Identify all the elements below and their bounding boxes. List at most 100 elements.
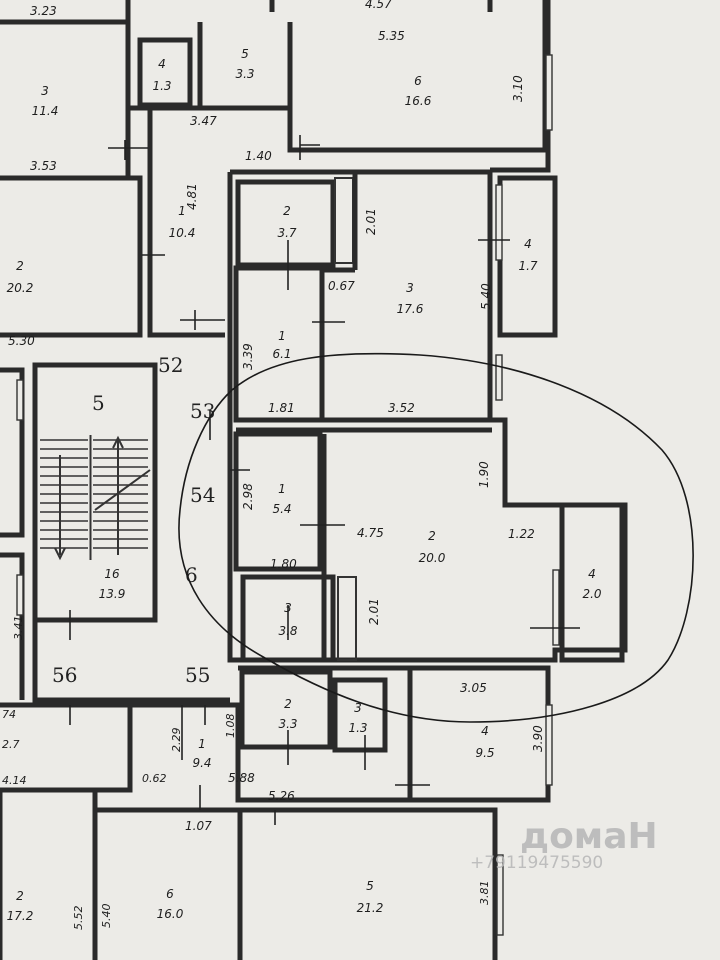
dim-1-90: 1.90 bbox=[477, 461, 491, 488]
room-number: 5 bbox=[366, 879, 374, 893]
room-area: 3.3 bbox=[235, 67, 254, 81]
room-number: 3 bbox=[284, 601, 292, 615]
dim-1-80: 1.80 bbox=[270, 557, 297, 571]
room-number: 1 bbox=[278, 329, 286, 343]
room-area: 1.3 bbox=[348, 721, 367, 735]
dim-4-75: 4.75 bbox=[357, 526, 384, 540]
room-number: 1 bbox=[178, 204, 186, 218]
dim-5-26: 5.26 bbox=[268, 789, 295, 803]
room-area: 17.6 bbox=[397, 302, 424, 316]
room-area: 11.4 bbox=[32, 104, 59, 118]
dim-5-40: 5.40 bbox=[479, 283, 493, 310]
room-number: 2 bbox=[284, 697, 292, 711]
room-number: 4 bbox=[481, 724, 489, 738]
walls bbox=[0, 0, 628, 960]
room-number: 3 bbox=[41, 84, 49, 98]
room-area: 16.0 bbox=[157, 907, 184, 921]
dim-3-23: 3.23 bbox=[30, 4, 57, 18]
room-area: 2.0 bbox=[582, 587, 601, 601]
room-number: 3 bbox=[406, 281, 414, 295]
dim-2-98: 2.98 bbox=[241, 483, 255, 510]
room-number: 2 bbox=[283, 204, 291, 218]
dim-1-22: 1.22 bbox=[508, 527, 535, 541]
room-number: 6 bbox=[166, 887, 174, 901]
room-area: 13.9 bbox=[99, 587, 126, 601]
dim-4-81: 4.81 bbox=[185, 183, 199, 210]
room-number: 2 bbox=[428, 529, 436, 543]
stair-number: 54 bbox=[190, 483, 215, 507]
dim-3-05: 3.05 bbox=[460, 681, 487, 695]
room-number: 1 bbox=[198, 737, 206, 751]
room-area: 10.4 bbox=[169, 226, 196, 240]
room-area: 3.3 bbox=[278, 717, 297, 731]
room-area: 2.7 bbox=[2, 738, 20, 751]
dim-1-40: 1.40 bbox=[245, 149, 272, 163]
dim-0-67: 0.67 bbox=[328, 279, 355, 293]
room-area: 9.4 bbox=[192, 756, 211, 770]
watermark: домаН +79119475590 bbox=[470, 816, 658, 873]
room-number: 16 bbox=[104, 567, 120, 581]
room-area: 6.1 bbox=[272, 347, 291, 361]
room-number: 2 bbox=[16, 889, 24, 903]
dim-3-90: 3.90 bbox=[531, 725, 545, 752]
measurement-ticks bbox=[69, 135, 580, 825]
room-number: 4 bbox=[158, 57, 166, 71]
stair-number: 55 bbox=[185, 663, 210, 687]
dim-5-52: 5.52 bbox=[72, 906, 85, 931]
room-area: 20.0 bbox=[419, 551, 446, 565]
room-number: 2 bbox=[16, 259, 24, 273]
room-area: 3.7 bbox=[277, 226, 296, 240]
room-area: 20.2 bbox=[7, 281, 34, 295]
room-area: 17.2 bbox=[7, 909, 34, 923]
dim-1-81: 1.81 bbox=[268, 401, 295, 415]
stair-number: 53 bbox=[190, 399, 215, 423]
stair-arrows bbox=[54, 435, 151, 561]
dim-4-14: 4.14 bbox=[2, 774, 27, 787]
stair-number: 6 bbox=[185, 563, 198, 587]
dim-5-40: 5.40 bbox=[100, 904, 113, 929]
dim-3-81: 3.81 bbox=[478, 881, 491, 906]
room-area: 16.6 bbox=[405, 94, 432, 108]
room-area: 1.3 bbox=[152, 79, 171, 93]
stair-number: 5 bbox=[92, 391, 105, 415]
room-labels: 3.23 4.57 5.35 3.10 4 1.3 5 3.3 6 16.6 3… bbox=[2, 0, 602, 930]
room-number: 3 bbox=[354, 701, 362, 715]
dim-2-01: 2.01 bbox=[367, 598, 381, 625]
dim-3-53: 3.53 bbox=[30, 159, 57, 173]
dim-2-29: 2.29 bbox=[170, 728, 183, 753]
room-number: 6 bbox=[414, 74, 422, 88]
room-number: 5 bbox=[241, 47, 249, 61]
dim-2-01: 2.01 bbox=[364, 208, 378, 235]
dim-3-41: 3.41 bbox=[12, 616, 25, 641]
watermark-phone: +79119475590 bbox=[470, 853, 603, 873]
dim-1-07: 1.07 bbox=[185, 819, 212, 833]
dim-5-30: 5.30 bbox=[8, 334, 35, 348]
dim-3-47: 3.47 bbox=[190, 114, 217, 128]
room-area: 3.8 bbox=[278, 624, 297, 638]
windows bbox=[495, 54, 560, 936]
dim-0-62: 0.62 bbox=[142, 772, 167, 785]
dim-5-88: 5.88 bbox=[228, 771, 255, 785]
stair-number: 52 bbox=[158, 353, 183, 377]
hand-drawn-outline bbox=[178, 352, 694, 723]
room-area: 1.7 bbox=[518, 259, 537, 273]
room-area: 21.2 bbox=[357, 901, 384, 915]
watermark-brand: домаН bbox=[520, 816, 658, 857]
dim-3-10: 3.10 bbox=[511, 75, 525, 102]
dim-5-35: 5.35 bbox=[378, 29, 405, 43]
dim-3-39: 3.39 bbox=[241, 343, 255, 370]
room-number: 4 bbox=[588, 567, 596, 581]
dim-3-52: 3.52 bbox=[388, 401, 415, 415]
stair-core-labels: 5 52 53 54 6 56 55 bbox=[52, 353, 215, 687]
room-area: 9.5 bbox=[475, 746, 494, 760]
room-area: 5.4 bbox=[272, 502, 291, 516]
room-number: 4 bbox=[524, 237, 532, 251]
stair-treads bbox=[40, 435, 148, 560]
stair-number: 56 bbox=[52, 663, 77, 687]
dim-1-08: 1.08 bbox=[224, 714, 237, 739]
dim-4-57: 4.57 bbox=[365, 0, 392, 11]
dim-74: 74 bbox=[2, 708, 16, 721]
room-number: 1 bbox=[278, 482, 286, 496]
